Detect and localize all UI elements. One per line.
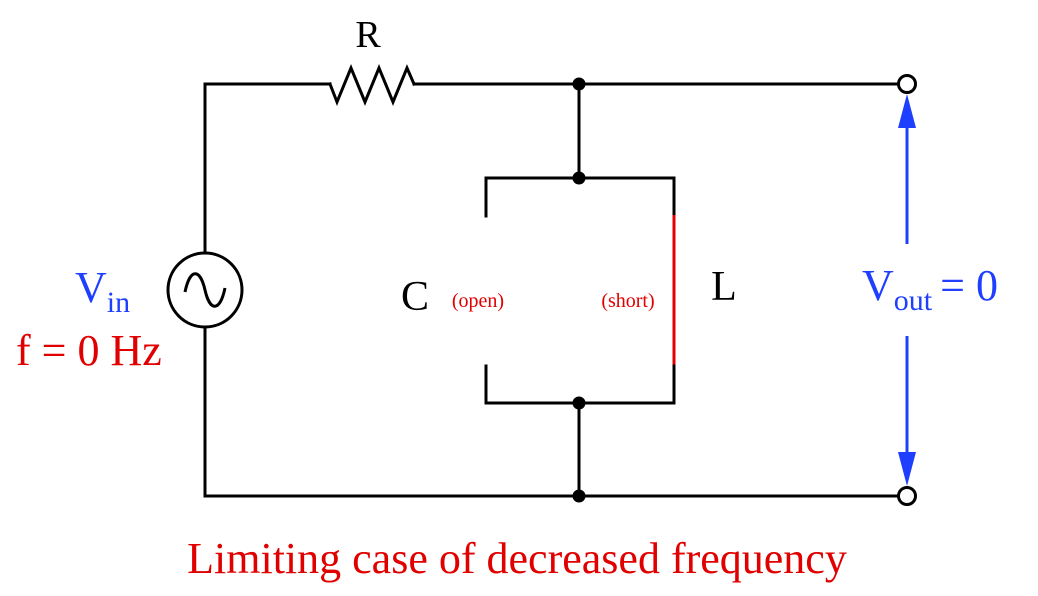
vout-main: V — [862, 261, 894, 310]
frequency-label: f = 0 Hz — [16, 326, 162, 375]
wire-left-top — [203, 82, 332, 256]
resistor-label: R — [355, 14, 381, 56]
vin-subscript: in — [107, 286, 130, 319]
output-terminal-bottom — [897, 486, 917, 506]
inductor-state-label: (short) — [601, 290, 654, 312]
capacitor-state-label: (open) — [452, 290, 504, 312]
diagram-caption: Limiting case of decreased frequency — [187, 534, 847, 583]
wire-bottom — [203, 324, 900, 498]
vout-label: Vout= 0 — [862, 261, 998, 317]
vout-arrow-up-head — [898, 94, 916, 128]
vout-subscript: out — [894, 284, 933, 317]
resistor-symbol — [328, 64, 416, 107]
inductor-label: L — [711, 264, 737, 310]
node-bottom-junction — [572, 489, 586, 503]
vout-value: = 0 — [940, 261, 998, 310]
capacitor-label: C — [401, 274, 429, 320]
vin-label: Vin — [75, 263, 130, 319]
vout-arrow-down-head — [898, 452, 916, 486]
wire-tank-top — [484, 176, 676, 218]
sine-wave-icon — [183, 272, 227, 308]
output-terminal-top — [897, 74, 917, 94]
vin-main: V — [75, 263, 107, 312]
